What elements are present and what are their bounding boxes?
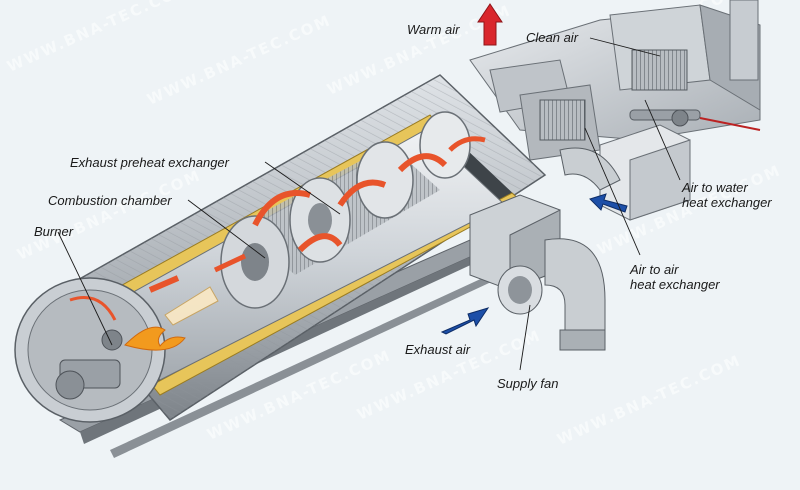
label-supply-fan: Supply fan	[497, 376, 559, 391]
svg-text:WWW.BNA-TEC.COM: WWW.BNA-TEC.COM	[4, 0, 194, 76]
water-exchanger-unit	[599, 109, 761, 221]
svg-text:WWW.BNA-TEC.COM: WWW.BNA-TEC.COM	[554, 351, 744, 449]
label-warm-air: Warm air	[407, 22, 460, 37]
label-exhaust-air: Exhaust air	[405, 342, 471, 357]
label-exhaust-preheat-exchanger: Exhaust preheat exchanger	[70, 155, 229, 170]
label-clean-air: Clean air	[526, 30, 579, 45]
label-burner: Burner	[34, 224, 74, 239]
label-combustion-chamber: Combustion chamber	[48, 193, 172, 208]
flow-arrows	[148, 136, 486, 293]
warm-air-arrow	[477, 3, 503, 46]
label-air-to-water-heat-exchanger: Air to water heat exchanger	[682, 180, 772, 210]
svg-text:WWW.BNA-TEC.COM: WWW.BNA-TEC.COM	[144, 11, 334, 109]
svg-text:WWW.BNA-TEC.COM: WWW.BNA-TEC.COM	[354, 326, 544, 424]
cool-air-arrow	[589, 193, 628, 213]
supply-fan-unit	[469, 147, 621, 351]
ductwork-rear	[469, 0, 761, 161]
label-air-to-air-heat-exchanger: Air to air heat exchanger	[630, 262, 720, 292]
oxidizer-vessel	[14, 74, 547, 423]
exhaust-air-arrow	[440, 307, 490, 335]
leader-lines	[57, 37, 681, 371]
flame	[124, 286, 219, 351]
